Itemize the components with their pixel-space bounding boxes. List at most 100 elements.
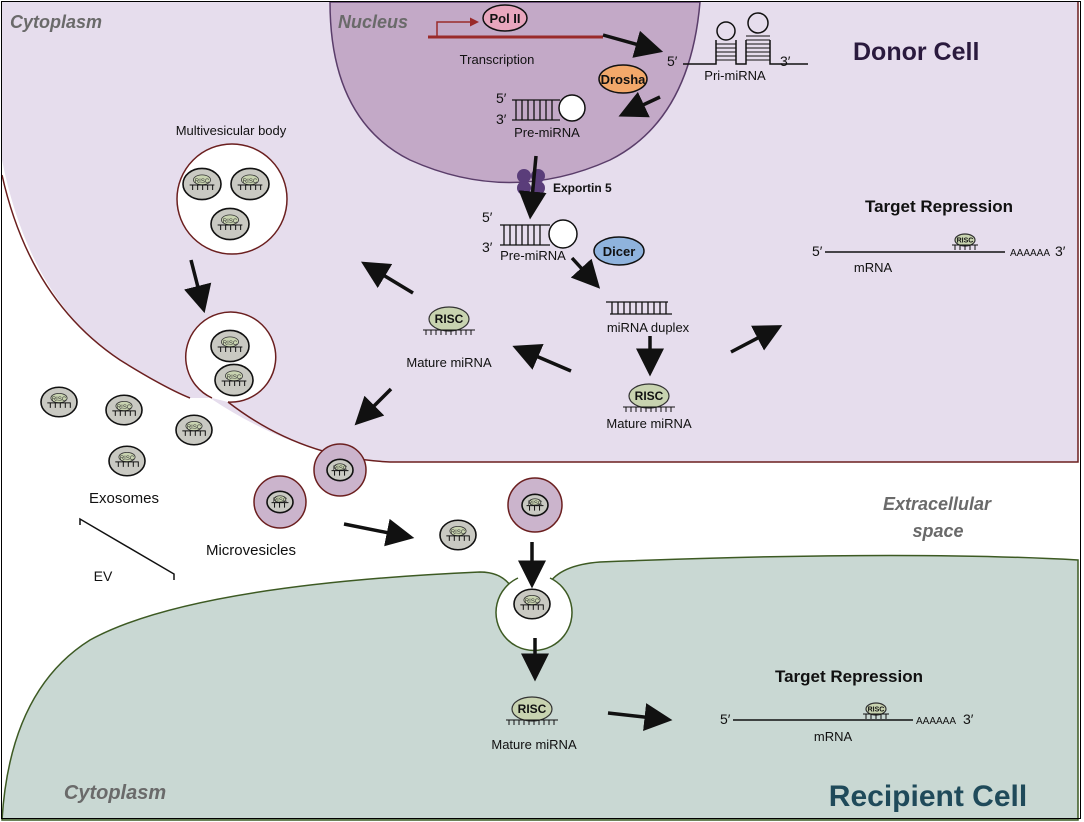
mirna-strand [221, 380, 247, 386]
risc-elements: RISC RISC RISC RISC RISC RISC RISC RISC RISC RISC… [40, 167, 978, 725]
exosome-free-4: RISC [108, 445, 146, 477]
donor-cell-title: Donor Cell [853, 38, 979, 66]
arrow-drosha [618, 91, 661, 118]
mrna-donor-label: mRNA [854, 260, 893, 275]
pri-stem-bars [716, 35, 770, 61]
mrna-recipient-5prime: 5′ [720, 711, 731, 727]
risc-label: RISC [243, 178, 258, 185]
pre2-5prime: 5′ [482, 209, 493, 225]
mvb-exosome-2: RISC [230, 167, 270, 201]
risc-mature-recipient: RISC [506, 696, 558, 725]
risc-target-donor: RISC [952, 233, 978, 250]
mirna-strand [520, 604, 544, 610]
mirna-strand [182, 430, 206, 436]
risc-label: RISC [195, 178, 210, 185]
mrna-recipient-polya: AAAAAA [916, 716, 956, 727]
pre-mirna-2-label: Pre-miRNA [500, 248, 566, 263]
cytoplasm-top-label: Cytoplasm [10, 12, 102, 32]
risc-label: RISC [187, 425, 202, 431]
arrow-to-recipient-target [607, 703, 673, 731]
exportin-5-label: Exportin 5 [553, 181, 612, 195]
cytoplasm-bottom-label: Cytoplasm [64, 782, 166, 804]
risc-label: RISC [227, 374, 242, 381]
fusing-exosome-1: RISC [210, 329, 250, 363]
pri-3prime: 3′ [780, 53, 791, 69]
risc-shape [628, 383, 670, 409]
mirna-strand [271, 502, 289, 508]
risc-shape [428, 306, 470, 332]
risc-label: RISC [868, 706, 885, 713]
mirna-strand [423, 329, 475, 335]
arrow-to-mvb [361, 261, 414, 295]
pre-3prime: 3′ [496, 111, 507, 127]
arrow-to-bud [354, 387, 393, 426]
arrow-export [518, 155, 547, 220]
arrow-mvb-down [184, 259, 212, 314]
mirna-strand [526, 505, 544, 511]
risc-label: RISC [957, 237, 974, 244]
mvb-label: Multivesicular body [176, 123, 287, 138]
risc-label: RISC [52, 397, 67, 403]
ev-bracket [79, 517, 175, 580]
risc-label: RISC [223, 340, 238, 347]
risc-label: RISC [635, 389, 664, 403]
risc-label: RISC [528, 501, 543, 507]
mrna-donor-5prime: 5′ [812, 243, 823, 259]
process-arrows [184, 30, 783, 731]
drosha-label: Drosha [601, 72, 647, 87]
mirna-strand [446, 535, 470, 541]
exosome-endocytosed: RISC [513, 588, 551, 620]
risc-target-recipient: RISC [863, 702, 889, 719]
mature-mirna-right-label: Mature miRNA [606, 416, 692, 431]
mirna-strand [623, 406, 675, 412]
tss-arrow [436, 17, 479, 37]
pre2-3prime: 3′ [482, 239, 493, 255]
dicer-shape [593, 236, 645, 266]
nucleus-label: Nucleus [338, 12, 408, 32]
arrow-to-target [730, 325, 783, 354]
risc-label: RISC [120, 456, 135, 462]
mirna-duplex-strands [606, 301, 672, 315]
mvb-exosome-3: RISC [210, 207, 250, 241]
mrna-recipient-3prime: 3′ [963, 711, 974, 727]
pol2-label: Pol II [489, 11, 520, 26]
risc-label: RISC [333, 466, 348, 472]
transcription-label: Transcription [460, 52, 535, 67]
pre-5prime: 5′ [496, 90, 507, 106]
mirna-strand [217, 224, 243, 230]
mirna-strand [217, 346, 243, 352]
ev-label: EV [94, 568, 113, 584]
nucleus [329, 1, 701, 184]
mvb-exosome-1: RISC [182, 167, 222, 201]
mrna-recipient-label: mRNA [814, 729, 853, 744]
exosome-free-2: RISC [105, 394, 143, 426]
mature-mirna-center-label: Mature miRNA [406, 355, 492, 370]
risc-label: RISC [223, 218, 238, 225]
risc-mature-right: RISC [623, 383, 675, 412]
risc-label: RISC [435, 312, 464, 326]
dicer-label: Dicer [603, 244, 636, 259]
pre-mirna-1-strands [512, 99, 560, 121]
mature-mirna-recipient-label: Mature miRNA [491, 737, 577, 752]
pre-mirna-2-strands [500, 224, 550, 246]
microvesicle-risc-arriving: RISC [521, 493, 549, 517]
pri-5prime: 5′ [667, 53, 678, 69]
recipient-cell-title: Recipient Cell [829, 780, 1027, 813]
exosome-free-1: RISC [40, 386, 78, 418]
pre-mirna-1-loop [558, 94, 586, 122]
pri-loop-2 [747, 12, 769, 34]
mirna-strand [331, 470, 349, 476]
mrna-donor-3prime: 3′ [1055, 243, 1066, 259]
extracellular-label-1: Extracellular [883, 494, 992, 514]
target-repression-recipient-title: Target Repression [775, 667, 923, 686]
microvesicles-label: Microvesicles [206, 542, 296, 559]
fusing-exosome-2: RISC [214, 363, 254, 397]
risc-mature-center: RISC [423, 306, 475, 335]
pol2-shape [482, 4, 528, 32]
risc-label: RISC [451, 530, 466, 536]
mirna-strand [506, 719, 558, 725]
arrow-to-center-risc [512, 344, 572, 373]
arrow-dicer [570, 256, 601, 289]
pri-mirna-label: Pri-miRNA [704, 68, 766, 83]
